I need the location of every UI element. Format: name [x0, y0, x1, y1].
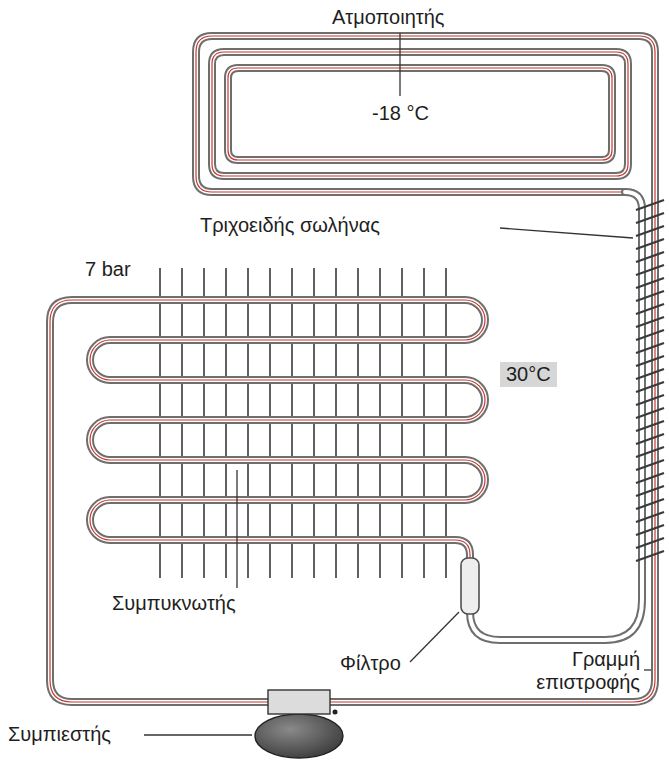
evaporator-tube — [228, 68, 612, 160]
capillary-tube — [470, 192, 642, 640]
part-label: Φίλτρο — [340, 652, 401, 675]
part-label: -18 °C — [372, 102, 429, 125]
return-line — [196, 36, 655, 702]
evaporator-tube — [228, 68, 612, 160]
part-label: 30°C — [500, 362, 557, 387]
leader-line — [144, 734, 252, 735]
part-label: Συμπιεστής — [8, 723, 111, 746]
evaporator-tube — [228, 68, 612, 160]
leader-line — [644, 669, 651, 670]
compressor-body — [255, 714, 343, 758]
return-line — [196, 36, 655, 702]
part-label: Ατμοποιητής — [332, 6, 444, 29]
evaporator-tube — [212, 52, 628, 176]
part-label: Συμπυκνωτής — [112, 592, 236, 615]
evaporator-tube — [212, 52, 628, 176]
part-label: Γραμμή επιστροφής — [490, 648, 640, 694]
part-label: Τριχοειδής σωλήνας — [200, 214, 380, 237]
condenser-tube — [50, 300, 485, 702]
return-line — [196, 36, 655, 702]
filter-drier — [461, 558, 479, 614]
leader-line — [236, 470, 237, 588]
leader-line — [410, 612, 459, 662]
part-label: 7 bar — [85, 258, 131, 281]
condenser-tube — [50, 300, 485, 702]
capillary-tube — [470, 192, 642, 640]
capillary-coil — [636, 200, 664, 561]
compressor-head — [268, 690, 330, 714]
condenser-tube — [50, 300, 485, 702]
compressor-terminal — [333, 710, 338, 715]
leader-line — [399, 33, 400, 96]
evaporator-tube — [212, 52, 628, 176]
leader-line — [500, 228, 633, 238]
